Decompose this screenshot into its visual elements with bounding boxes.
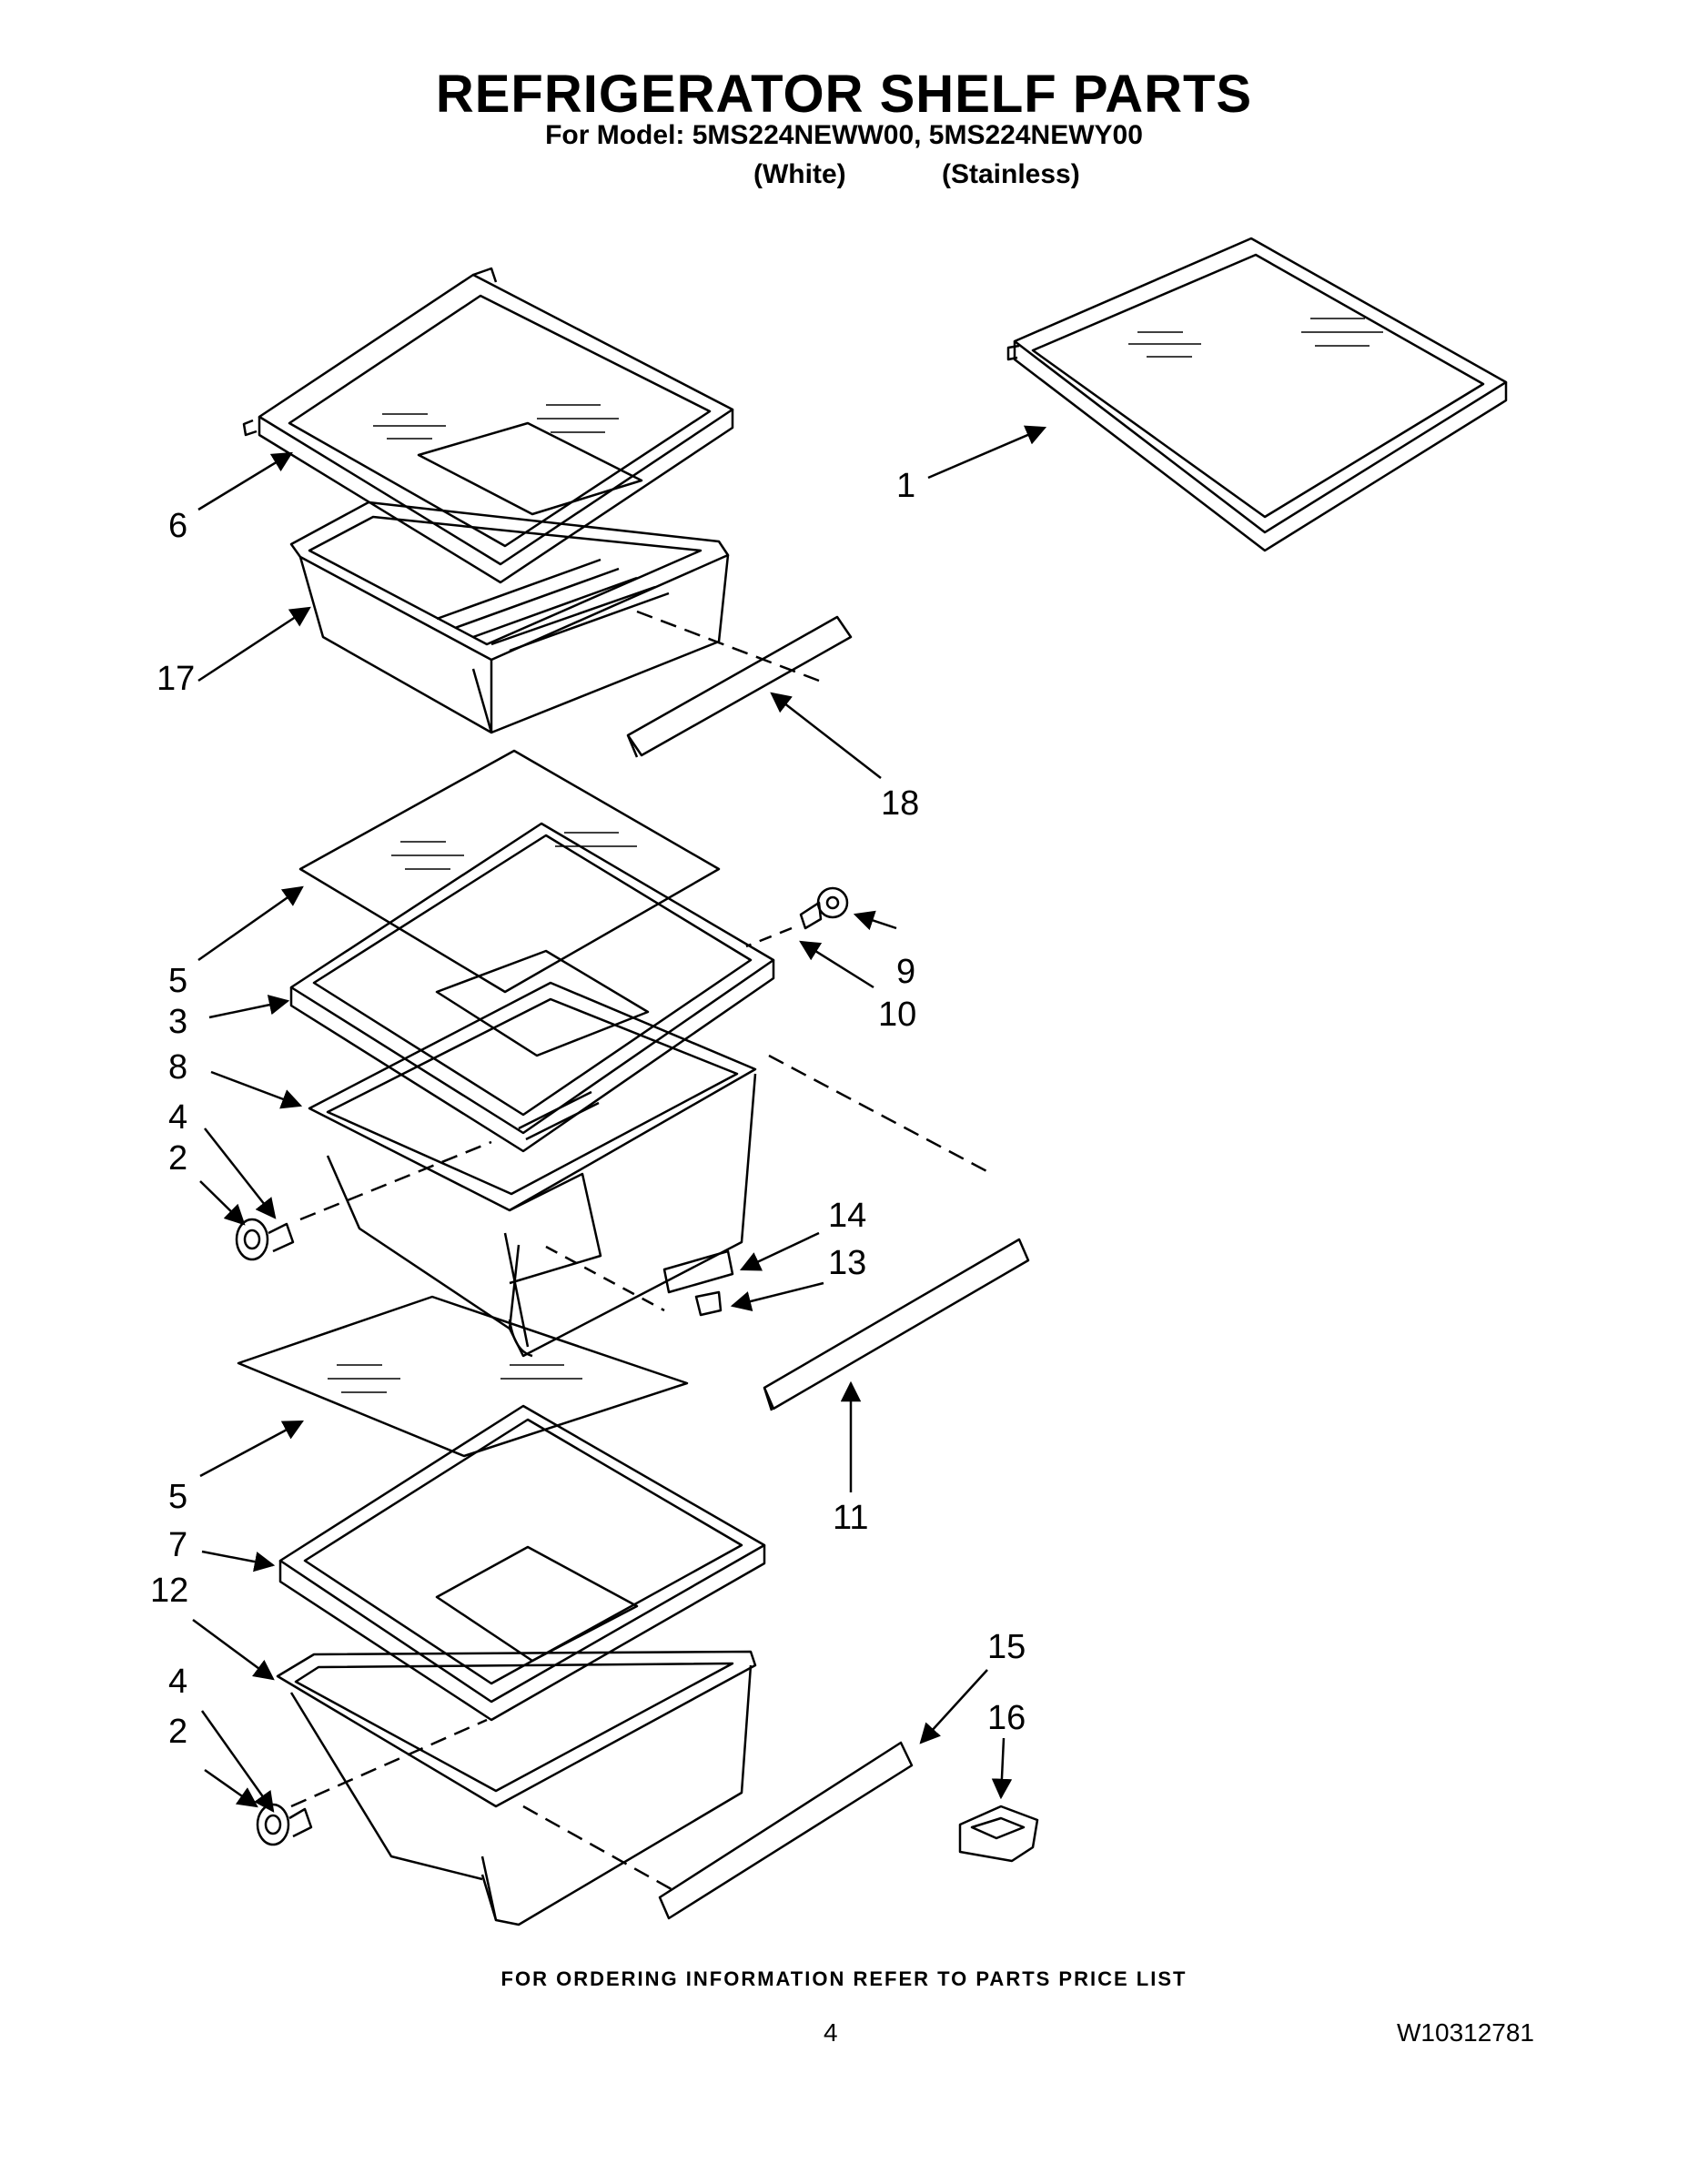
- guide-line: [768, 1054, 993, 1176]
- frame-part-7: [278, 1404, 766, 1722]
- callout-7: 7: [168, 1526, 187, 1564]
- callout-18: 18: [881, 784, 919, 823]
- leader-lines: [192, 425, 1047, 1813]
- glass-texture: [328, 318, 1383, 1393]
- callout-1: 1: [896, 467, 915, 505]
- ordering-note: FOR ORDERING INFORMATION REFER TO PARTS …: [500, 1967, 1188, 1990]
- drawer-trim-part-15: [658, 1741, 914, 1920]
- callout-10: 10: [878, 996, 916, 1034]
- callout-16: 16: [987, 1699, 1026, 1737]
- guide-line: [290, 1718, 488, 1808]
- callout-14: 14: [828, 1197, 866, 1235]
- roller-part-9-10: [799, 886, 849, 930]
- guide-line: [545, 1245, 665, 1312]
- page-number: 4: [824, 2018, 838, 2047]
- callout-17: 17: [157, 660, 195, 698]
- callout-4-upper: 4: [168, 1098, 187, 1137]
- roller-part-2-4-upper: [235, 1218, 295, 1261]
- clip-part-13-14: [662, 1249, 734, 1317]
- crisper-drawer-part-12: [276, 1650, 757, 1926]
- guide-line: [636, 610, 820, 682]
- variant-white-label: (White): [753, 159, 846, 189]
- callout-15: 15: [987, 1628, 1026, 1666]
- crisper-drawer-part-8: [308, 981, 757, 1358]
- callout-3: 3: [168, 1003, 187, 1041]
- callout-9: 9: [896, 953, 915, 991]
- callout-2-lower: 2: [168, 1713, 187, 1751]
- document-number: W10312781: [1397, 2018, 1535, 2047]
- clip-part-16: [958, 1805, 1039, 1863]
- callout-13: 13: [828, 1244, 866, 1282]
- model-subtitle: For Model: 5MS224NEWW00, 5MS224NEWY00: [545, 120, 1143, 150]
- callout-5-upper: 5: [168, 962, 187, 1000]
- callout-8: 8: [168, 1048, 187, 1087]
- guide-line: [299, 1140, 492, 1221]
- glass-shelf-part-1: [1006, 237, 1508, 552]
- guide-line: [522, 1805, 679, 1895]
- glass-panel-part-5b: [237, 1295, 689, 1458]
- frame-part-3: [289, 822, 775, 1153]
- roller-part-2-4-lower: [256, 1803, 313, 1846]
- drawer-trim-part-18: [626, 615, 853, 758]
- callout-12: 12: [150, 1572, 188, 1610]
- callout-2-upper: 2: [168, 1139, 187, 1178]
- callout-5-lower: 5: [168, 1478, 187, 1516]
- guide-line: [745, 926, 793, 948]
- glass-panel-part-5a: [298, 749, 721, 994]
- variant-stainless-label: (Stainless): [942, 159, 1080, 189]
- drawer-trim-part-11: [763, 1238, 1030, 1411]
- callout-4-lower: 4: [168, 1663, 187, 1701]
- shelf-frame-part-6: [242, 267, 734, 584]
- crisper-drawer-part-17: [289, 500, 730, 734]
- callout-6: 6: [168, 507, 187, 545]
- callout-11: 11: [833, 1499, 868, 1537]
- page-title: REFRIGERATOR SHELF PARTS: [435, 65, 1253, 124]
